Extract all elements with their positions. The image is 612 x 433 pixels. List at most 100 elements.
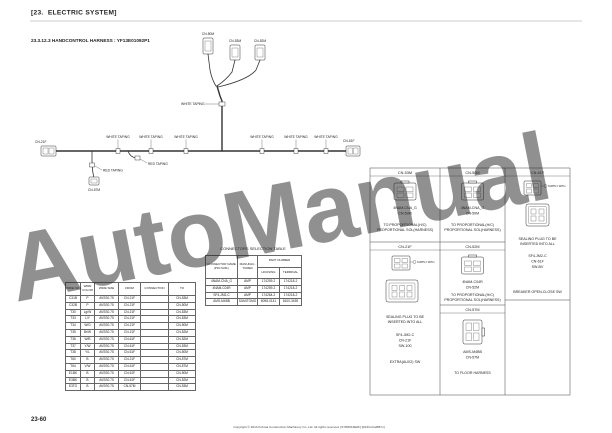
page-number: 23-60 bbox=[31, 417, 47, 423]
switch-id-label: SW-100 bbox=[399, 344, 412, 348]
connector-face bbox=[462, 319, 485, 345]
wire-size-cell: AVSS0.75 bbox=[94, 301, 119, 310]
red-taping-mark-2 bbox=[134, 155, 141, 161]
destination-label: TO PROPORTIONAL(H/C) bbox=[451, 223, 494, 227]
wire-to-cell: CN-57M bbox=[168, 356, 196, 364]
connector-name-cell: SF4-JM2-C bbox=[205, 291, 238, 300]
connector-maker-cell: AMP bbox=[237, 284, 258, 293]
connector-id-label: CN-61F bbox=[531, 260, 544, 264]
manufacturer-header-line2: TURER bbox=[242, 266, 253, 270]
wire-size-cell: AVSS0.75 bbox=[94, 342, 119, 351]
view-header: CN-21F bbox=[398, 245, 412, 249]
connector-terminal-cell: 174218-2 bbox=[278, 284, 303, 293]
wire-from-cell: CN-61F bbox=[118, 335, 141, 344]
connector-face-rear bbox=[525, 203, 550, 227]
destination-label: PROPORTIONAL SOL(HARNESS) bbox=[377, 228, 433, 232]
wire-from-cell: CN-21F bbox=[118, 315, 141, 324]
wire-size-cell: AVSS0.75 bbox=[94, 322, 119, 330]
connector-terminal-cell: 174218-2 bbox=[278, 291, 303, 300]
connector-face bbox=[393, 180, 417, 201]
wire-to-cell: CN-52M bbox=[168, 335, 196, 344]
wire-color-cell: V/W bbox=[80, 362, 95, 371]
connector-label-bottom: CN-57M bbox=[88, 188, 101, 192]
connector-face-rear bbox=[385, 279, 419, 303]
right-connector bbox=[345, 145, 361, 157]
connector-maker-cell: AMP bbox=[237, 291, 258, 300]
page-title: 23.3.12.3 HANDCONTROL HARNESS : YF13E010… bbox=[31, 38, 150, 43]
white-taping-5: WHITE TAPING bbox=[284, 135, 308, 154]
wire-from-cell: CN-21F bbox=[118, 356, 141, 364]
wire-to-cell: CN-50M bbox=[168, 369, 196, 378]
red-taping-label-1: RED TAPING bbox=[103, 169, 123, 173]
wire-size-cell: AVSS0.75 bbox=[94, 315, 119, 324]
supply-plug-icon bbox=[543, 184, 548, 188]
branch-taping-label: WHITE TAPING bbox=[181, 102, 205, 106]
connector-maker-cell: SUMITOMO bbox=[237, 298, 258, 307]
wire-size-cell: AVSS0.75 bbox=[94, 308, 119, 317]
connector-label-top-2: CN-53M bbox=[229, 39, 242, 43]
wire-to-cell: CN-53M bbox=[168, 295, 196, 303]
wire-to-cell: CN-53M bbox=[168, 342, 196, 351]
red-taping-mark-1 bbox=[89, 162, 95, 168]
wire-color-cell: W/B bbox=[80, 335, 95, 344]
connector-id-label: CN-53M bbox=[398, 212, 411, 216]
white-taping-label: WHITE TAPING bbox=[139, 135, 163, 139]
connector-view-cn21f: CN-21F SUPPLY WITH bbox=[385, 245, 434, 364]
view-header: CN-50M bbox=[465, 171, 479, 175]
wire-from-cell: CN-61F bbox=[118, 369, 141, 378]
terminal-header: TERMINAL bbox=[278, 266, 303, 279]
part-code-label: SF4-JM2-C bbox=[396, 333, 415, 337]
wire-to-cell: CN-50M bbox=[168, 322, 196, 330]
wire-size-cell: AVSS0.75 bbox=[94, 295, 119, 303]
part-code-label: 4NAM-CNA_G bbox=[393, 206, 417, 210]
wire-to-cell: CN-53M bbox=[168, 383, 196, 392]
wire-from-cell: CN-61F bbox=[118, 342, 141, 351]
connector-maker-cell: AMP bbox=[237, 278, 258, 286]
wire-no-cell: C32B bbox=[65, 301, 81, 310]
wire-size-cell: AVSS0.75 bbox=[94, 349, 119, 358]
sealing-note: SEALING PLUG TO BE bbox=[386, 315, 425, 319]
wire-color-cell: B bbox=[80, 376, 95, 385]
wire-no-cell: T30 bbox=[65, 308, 81, 317]
part-code-label: SF4-JM2-C bbox=[528, 254, 547, 258]
table-header-row: WIRE NO. WIRE COLOR WIRE SIZE FROM CONNE… bbox=[65, 282, 196, 296]
wire-no-cell: E3BK bbox=[65, 376, 81, 385]
wire-size-cell: AVSS0.75 bbox=[94, 383, 119, 392]
top-connector-1 bbox=[202, 37, 214, 55]
wire-to-cell: CN-53M bbox=[168, 315, 196, 324]
housing-header: HOUSING bbox=[257, 266, 280, 279]
connector-housing-cell: 174259-2 bbox=[257, 284, 280, 293]
wire-size-cell: AVSS0.75 bbox=[94, 335, 119, 344]
section-header: [23. ELECTRIC SYSTEM] bbox=[31, 10, 117, 17]
destination-label: TO PROPORTIONAL(H/C) bbox=[451, 293, 494, 297]
connector-id-label: CN-50M bbox=[466, 212, 479, 216]
connector-id-label: CN-57M bbox=[466, 356, 479, 360]
connector-selection-table: CONNECTOR NAME (PIN NUM.) MANUFAC- TURER… bbox=[205, 255, 303, 307]
white-taping-label: WHITE TAPING bbox=[284, 135, 308, 139]
connector-housing-cell: 6098-0141 bbox=[257, 298, 280, 307]
connector-id-label: CN-21F bbox=[399, 339, 412, 343]
view-header: CN-53M bbox=[398, 171, 412, 175]
wire-color-cell: B bbox=[80, 383, 95, 392]
branch-wire-3 bbox=[217, 59, 261, 88]
destination-label: TO FLOOR HARNESS bbox=[454, 371, 491, 375]
wire-from-cell: CN-61F bbox=[118, 362, 141, 371]
manufacturer-header: MANUFAC- TURER bbox=[237, 255, 258, 279]
wire-color-cell: W/G bbox=[80, 322, 95, 330]
white-taping-label: WHITE TAPING bbox=[174, 135, 198, 139]
wire-no-cell: T37 bbox=[65, 342, 81, 351]
connector-name-cell: 4NAM-CNA_G bbox=[205, 278, 238, 286]
branch-bundle bbox=[216, 85, 223, 152]
wire-connection-cell bbox=[140, 328, 169, 337]
white-taping-1: WHITE TAPING bbox=[106, 135, 130, 154]
